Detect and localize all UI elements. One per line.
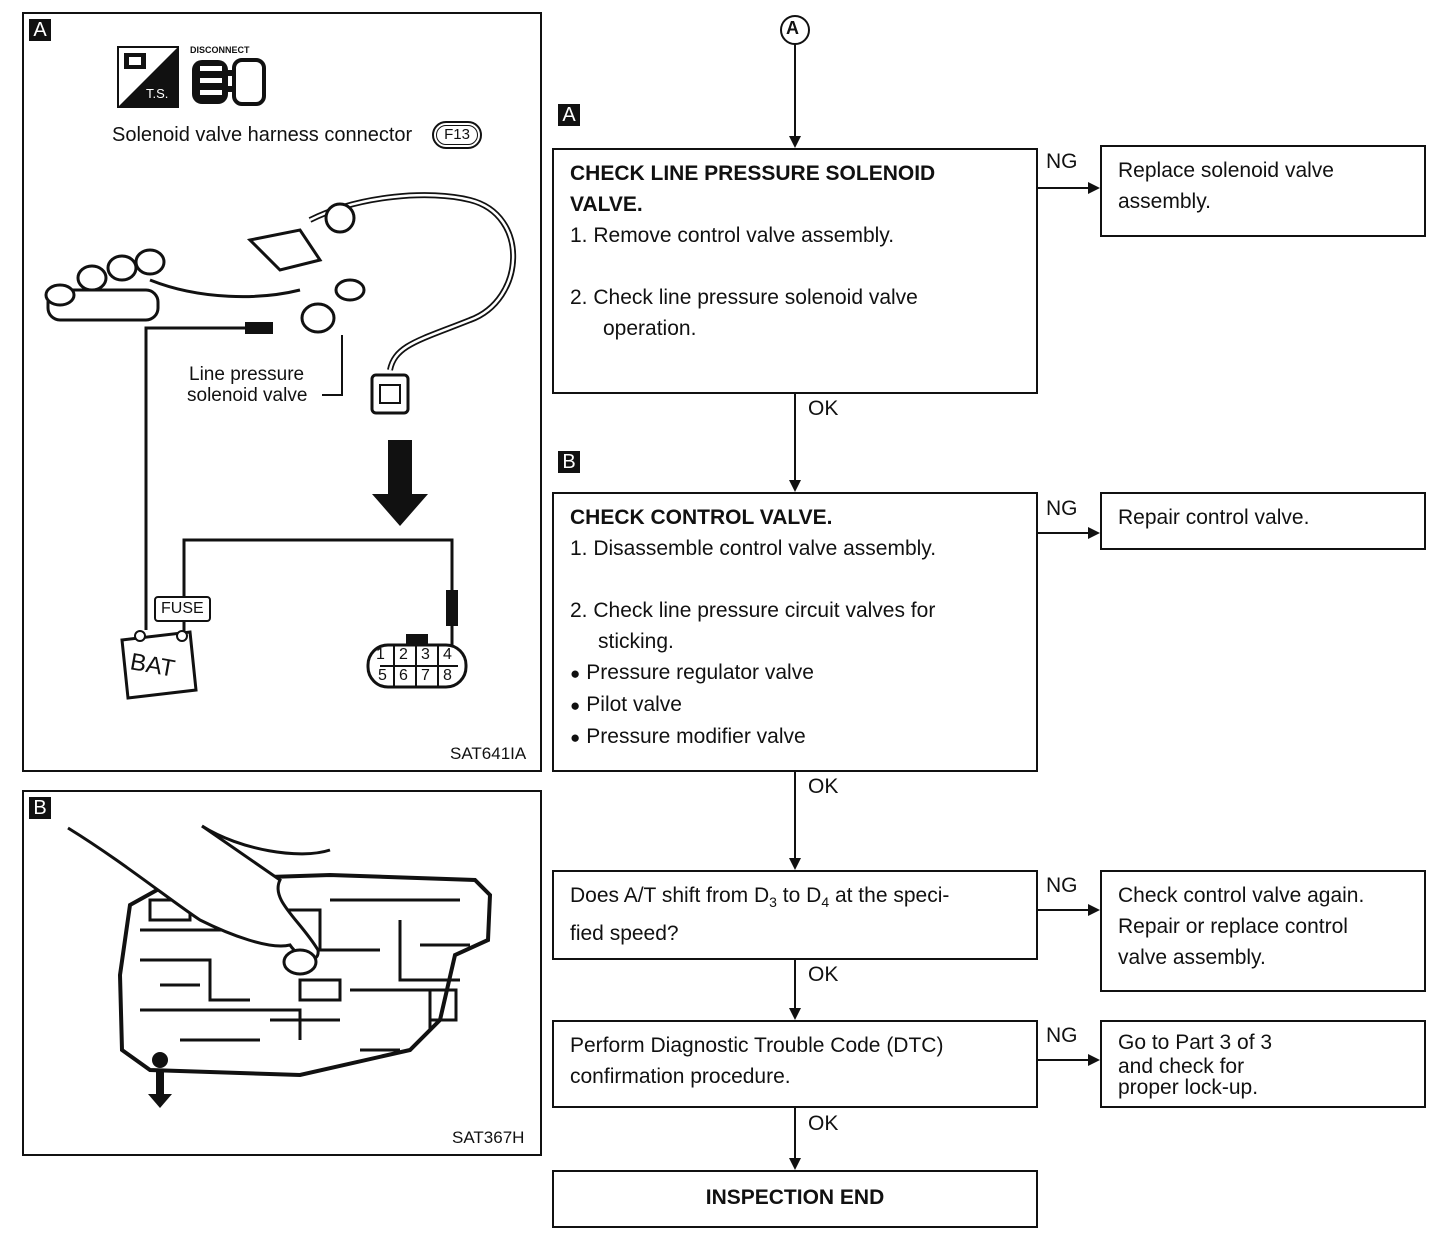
step-c-q-sub2: 4 bbox=[821, 894, 830, 911]
step-d-ng-action-line1: Go to Part 3 of 3 bbox=[1118, 1031, 1273, 1054]
step-b-bullet-3-text: Pressure modifier valve bbox=[586, 725, 806, 748]
step-b-bullet-2-text: Pilot valve bbox=[586, 693, 682, 716]
pin-4: 4 bbox=[443, 646, 452, 663]
panel-a-tag: A bbox=[29, 19, 51, 41]
step-d-line1: Perform Diagnostic Trouble Code (DTC) bbox=[570, 1034, 944, 1057]
end-text: INSPECTION END bbox=[705, 1186, 885, 1209]
step-c-q-part1: Does A/T shift from D bbox=[570, 884, 770, 907]
step-a-ok-label: OK bbox=[808, 397, 839, 420]
step-b-ng-action: Repair control valve. bbox=[1100, 492, 1426, 550]
step-a-ng-action-line2: assembly. bbox=[1118, 190, 1211, 213]
step-b-ng-label: NG bbox=[1046, 497, 1078, 520]
step-c-question-line1: Does A/T shift from D3 to D4 at the spec… bbox=[570, 880, 1020, 918]
step-d-ok-label: OK bbox=[808, 1112, 839, 1135]
step-b-bullet-2: Pilot valve bbox=[570, 689, 1020, 721]
step-a-ng-label: NG bbox=[1046, 150, 1078, 173]
pin-5: 5 bbox=[378, 667, 387, 684]
step-c-ng-label: NG bbox=[1046, 874, 1078, 897]
step-a-ng-action: Replace solenoid valve assembly. bbox=[1100, 145, 1426, 237]
step-c-question-line2: fied speed? bbox=[570, 922, 679, 946]
step-c-box: Does A/T shift from D3 to D4 at the spec… bbox=[552, 870, 1038, 960]
figure-panel-b bbox=[22, 790, 542, 1156]
step-d-ng-action-line2: and check for bbox=[1118, 1055, 1245, 1078]
step-a-item1: 1. Remove control valve assembly. bbox=[570, 224, 895, 247]
step-b-tag: B bbox=[558, 451, 580, 473]
pin-1: 1 bbox=[376, 646, 385, 663]
pin-6: 6 bbox=[399, 667, 408, 684]
fuse-label: FUSE bbox=[154, 596, 211, 622]
step-a-ng-action-line1: Replace solenoid valve bbox=[1118, 159, 1334, 182]
ts-label: T.S. bbox=[146, 86, 169, 101]
start-marker: A bbox=[786, 18, 799, 38]
end-box: INSPECTION END bbox=[552, 1170, 1038, 1228]
step-b-ok-label: OK bbox=[808, 775, 839, 798]
step-a-box: CHECK LINE PRESSURE SOLENOID VALVE. 1. R… bbox=[552, 148, 1038, 394]
valve-label-line2: solenoid valve bbox=[187, 385, 308, 406]
panel-b-reference: SAT367H bbox=[452, 1128, 525, 1147]
step-c-q-sub1: 3 bbox=[769, 894, 777, 911]
step-d-line2: confirmation procedure. bbox=[570, 1065, 791, 1088]
step-b-item1: 1. Disassemble control valve assembly. bbox=[570, 537, 937, 560]
step-d-box: Perform Diagnostic Trouble Code (DTC) co… bbox=[552, 1020, 1038, 1108]
step-a-title-line2: VALVE. bbox=[570, 193, 643, 216]
step-c-ng-action-line1: Check control valve again. bbox=[1118, 884, 1365, 907]
step-b-item2-line1: 2. Check line pressure circuit valves fo… bbox=[570, 599, 936, 622]
connector-id-text: F13 bbox=[436, 125, 478, 145]
step-c-ok-label: OK bbox=[808, 963, 839, 986]
step-b-bullet-1: Pressure regulator valve bbox=[570, 657, 1020, 689]
step-d-ng-action: Go to Part 3 of 3 and check for proper l… bbox=[1100, 1020, 1426, 1108]
step-b-bullet-1-text: Pressure regulator valve bbox=[586, 661, 814, 684]
pin-3: 3 bbox=[421, 646, 430, 663]
step-d-ng-label: NG bbox=[1046, 1024, 1078, 1047]
valve-label-line1: Line pressure bbox=[189, 364, 305, 385]
step-b-ng-action-text: Repair control valve. bbox=[1118, 506, 1310, 529]
step-c-ng-action-line3: valve assembly. bbox=[1118, 946, 1266, 969]
step-c-q-part3: at the speci- bbox=[829, 884, 950, 907]
step-b-bullet-3: Pressure modifier valve bbox=[570, 721, 1020, 753]
step-c-q-part2: to D bbox=[776, 884, 822, 907]
step-a-item2-line2: operation. bbox=[603, 317, 697, 340]
panel-b-tag: B bbox=[29, 797, 51, 819]
step-a-tag: A bbox=[558, 104, 580, 126]
step-b-box: CHECK CONTROL VALVE. 1. Disassemble cont… bbox=[552, 492, 1038, 772]
connector-caption: Solenoid valve harness connector bbox=[112, 124, 413, 146]
connector-id-badge: F13 bbox=[432, 121, 482, 149]
step-a-item2-line1: 2. Check line pressure solenoid valve bbox=[570, 286, 918, 309]
panel-a-reference: SAT641IA bbox=[450, 744, 527, 763]
step-a-title-line1: CHECK LINE PRESSURE SOLENOID bbox=[570, 162, 936, 185]
step-c-ng-action: Check control valve again. Repair or rep… bbox=[1100, 870, 1426, 992]
step-b-item2-line2: sticking. bbox=[598, 630, 674, 653]
step-b-title: CHECK CONTROL VALVE. bbox=[570, 506, 833, 529]
pin-8: 8 bbox=[443, 667, 452, 684]
step-c-ng-action-line2: Repair or replace control bbox=[1118, 915, 1348, 938]
disconnect-label: DISCONNECT bbox=[190, 45, 250, 55]
pin-7: 7 bbox=[421, 667, 430, 684]
step-d-ng-action-line3: proper lock-up. bbox=[1118, 1076, 1259, 1099]
pin-2: 2 bbox=[399, 646, 408, 663]
